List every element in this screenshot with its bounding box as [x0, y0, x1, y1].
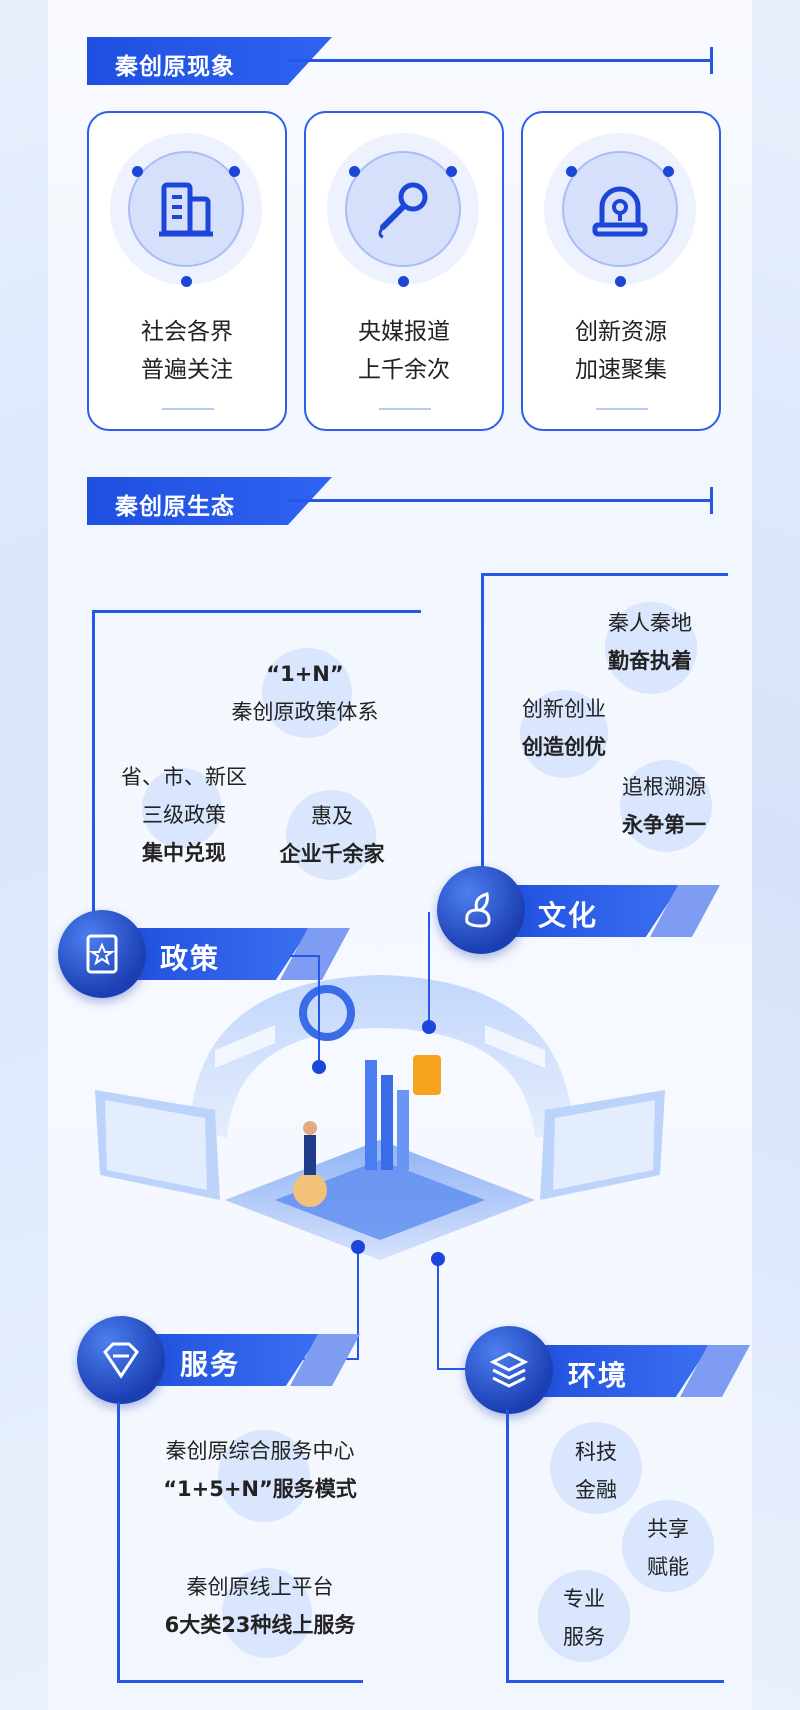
layers-icon	[489, 1352, 529, 1388]
culture-icon-circle	[437, 866, 525, 954]
card-line1: 社会各界	[141, 319, 233, 345]
card-line1: 创新资源	[575, 319, 667, 345]
service-icon-circle	[77, 1316, 165, 1404]
culture-frame	[481, 573, 728, 876]
service-item-1: 秦创原综合服务中心“1+5+N”服务模式	[163, 1439, 357, 1501]
platform-illustration	[95, 975, 665, 1260]
culture-item-3: 追根溯源永争第一	[622, 775, 706, 837]
card-line2: 普遍关注	[141, 357, 233, 383]
alarm-light-icon	[592, 186, 648, 237]
policy-label: 政策	[160, 942, 221, 975]
environment-item-2: 共享赋能	[647, 1517, 689, 1579]
building-icon	[159, 182, 213, 237]
culture-item-1: 秦人秦地勤奋执着	[608, 611, 692, 673]
book-star-icon	[86, 934, 118, 974]
environment-item-1: 科技金融	[575, 1440, 617, 1502]
diamond-icon	[103, 1342, 139, 1379]
microphone-icon	[378, 182, 428, 239]
card-resources: 创新资源 加速聚集	[521, 111, 721, 431]
background-right	[752, 0, 800, 1710]
policy-badge: 政策	[120, 928, 350, 980]
policy-item-3: 惠及企业千余家	[279, 804, 385, 866]
service-label: 服务	[180, 1348, 241, 1381]
policy-frame	[92, 610, 421, 913]
environment-icon-circle	[465, 1326, 553, 1414]
section-header-ecosystem: 秦创原生态	[87, 477, 713, 525]
card-line2: 加速聚集	[575, 357, 667, 383]
service-frame	[117, 1402, 363, 1683]
policy-icon-circle	[58, 910, 146, 998]
environment-badge: 环境	[520, 1345, 750, 1397]
background-left	[0, 0, 48, 1710]
culture-item-2: 创新创业创造创优	[522, 697, 606, 759]
culture-label: 文化	[538, 899, 599, 932]
card-line1: 央媒报道	[358, 319, 450, 345]
card-media: 央媒报道 上千余次	[304, 111, 504, 431]
section-title: 秦创原生态	[115, 494, 235, 520]
leaf-hand-icon	[465, 892, 491, 928]
policy-item-1: “1+N”秦创原政策体系	[231, 662, 379, 724]
environment-frame	[506, 1410, 724, 1683]
section-header-phenomenon: 秦创原现象	[87, 37, 713, 85]
environment-label: 环境	[568, 1359, 629, 1392]
policy-item-2: 省、市、新区三级政策集中兑现	[121, 765, 247, 865]
card-line2: 上千余次	[358, 357, 450, 383]
card-attention: 社会各界 普遍关注	[87, 111, 287, 431]
environment-item-3: 专业服务	[563, 1587, 605, 1649]
section-title: 秦创原现象	[115, 54, 235, 80]
